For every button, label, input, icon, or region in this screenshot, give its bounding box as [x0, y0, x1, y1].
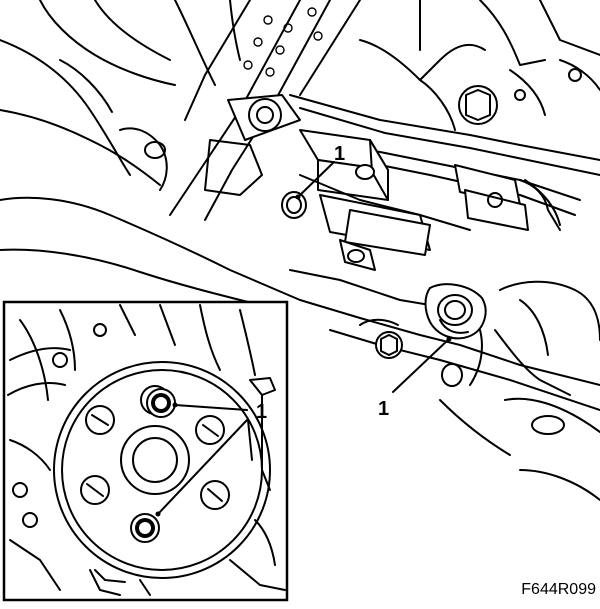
- callout-label-bottom: 1: [378, 398, 389, 420]
- callout-label-top: 1: [334, 143, 345, 165]
- callout-label-inset: 1: [256, 401, 267, 423]
- main-illustration: [0, 0, 600, 501]
- inset-detail: [2, 300, 289, 602]
- figure-code: F644R099: [521, 581, 596, 598]
